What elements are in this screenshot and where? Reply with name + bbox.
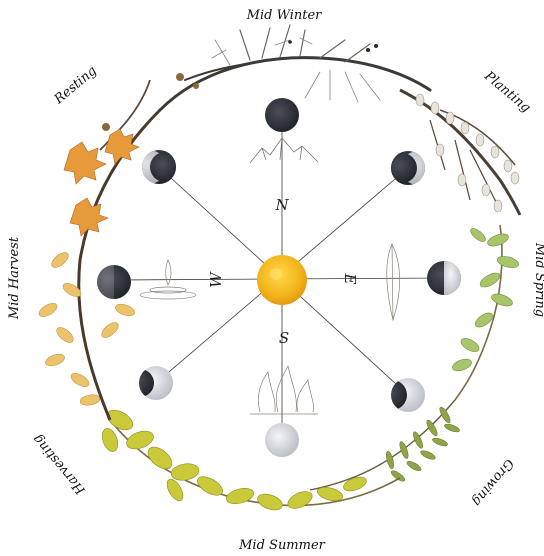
label-mid-summer: Mid Summer [238, 538, 326, 553]
label-mid-spring: Mid Spring [532, 242, 544, 317]
waxing-gibbous-moon-icon [377, 378, 425, 412]
direction-north: N [274, 196, 289, 214]
label-resting: Resting [51, 63, 100, 107]
label-planting: Planting [481, 68, 534, 116]
direction-south: S [279, 329, 289, 347]
waning-gibbous-moon-icon [126, 366, 187, 400]
last-quarter-moon-icon [97, 265, 131, 299]
waning-crescent-moon-icon [132, 150, 180, 184]
label-mid-harvest: Mid Harvest [7, 236, 22, 320]
direction-west: W [207, 271, 225, 288]
autumn-branches [37, 73, 199, 420]
label-harvesting: Harvesting [30, 431, 89, 497]
fire-sketch [250, 366, 318, 414]
direction-east: E [341, 273, 359, 285]
spring-willow [400, 90, 520, 215]
label-growing: Growing [469, 456, 517, 509]
feather-sketch [387, 244, 400, 320]
label-mid-winter: Mid Winter [246, 8, 323, 23]
first-quarter-moon-icon [427, 261, 461, 295]
full-moon-icon [265, 423, 299, 457]
summer-leaves [99, 406, 400, 513]
new-moon-icon [265, 98, 299, 132]
spring-vine [451, 225, 520, 400]
sun-icon [257, 255, 307, 305]
mountain-sketch [250, 138, 318, 163]
winter-branches [160, 25, 430, 110]
growing-fern [310, 400, 461, 490]
